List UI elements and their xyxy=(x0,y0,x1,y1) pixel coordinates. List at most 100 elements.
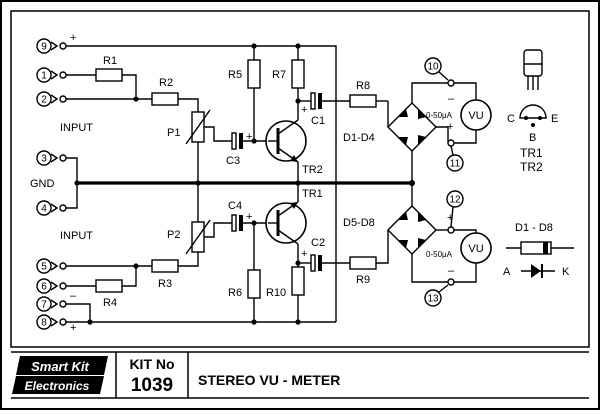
cathode-label: K xyxy=(562,266,570,278)
terminal-1: 1 xyxy=(36,67,67,83)
terminal-5-number: 5 xyxy=(41,262,47,273)
resistor-r6 xyxy=(247,269,261,299)
anode-label: A xyxy=(503,266,511,278)
capacitor-c3-plate-b xyxy=(239,133,243,149)
junction-r3-r4 xyxy=(133,263,139,269)
junction-r5-base xyxy=(251,138,257,144)
meter2-plus-sign: + xyxy=(447,212,453,224)
drawing-frame xyxy=(10,10,590,348)
c3-plus: + xyxy=(246,131,252,143)
gnd-label: GND xyxy=(30,178,55,190)
p1-label: P1 xyxy=(167,127,180,139)
vu-meter-1 xyxy=(460,99,492,131)
junction-p-gnd xyxy=(195,180,201,186)
junction-tr-gnd xyxy=(295,180,301,186)
terminal-2-number: 2 xyxy=(41,95,47,106)
wire-meter1-bottom xyxy=(454,130,477,144)
pin-b-label: B xyxy=(529,132,536,144)
capacitor-c1-plate-b xyxy=(318,93,322,109)
wire-r4-node xyxy=(122,266,137,287)
c1-label: C1 xyxy=(311,115,325,127)
wire-r2-p1 xyxy=(178,98,199,112)
c1-plus: + xyxy=(301,104,307,116)
vu-meter-2 xyxy=(460,232,492,264)
legend-tr2-label: TR2 xyxy=(520,160,543,174)
d1-d4-label: D1-D4 xyxy=(343,132,375,144)
capacitor-c2-plate-b xyxy=(318,255,322,271)
r9-label: R9 xyxy=(356,274,370,286)
resistor-r1 xyxy=(95,68,123,82)
transistor-tr2 xyxy=(265,119,307,163)
junction-r1-r2 xyxy=(133,96,139,102)
brand-line-2: Electronics xyxy=(25,379,90,393)
junction-r10-rail xyxy=(295,319,301,325)
meter2-minus-sign: – xyxy=(448,265,455,277)
junction-collector-top xyxy=(295,98,301,104)
terminal-9-plus: + xyxy=(70,32,76,44)
terminal-1-number: 1 xyxy=(41,71,47,82)
pin-e-label: E xyxy=(551,113,558,125)
resistor-r7 xyxy=(291,59,305,89)
junction-r7-rail xyxy=(295,43,301,49)
terminal-10 xyxy=(424,57,442,75)
d5-d8-label: D5-D8 xyxy=(343,217,375,229)
diode-bridge-d5-d8 xyxy=(387,205,437,255)
c2-label: C2 xyxy=(311,237,325,249)
smart-kit-logo: Smart Kit Electronics xyxy=(12,356,108,394)
r3-label: R3 xyxy=(158,278,172,290)
terminal-11-lead xyxy=(450,145,454,156)
terminal-5: 5 xyxy=(36,258,67,274)
p1-wiper-arrow xyxy=(185,109,211,145)
diode-bridge-d1-d4 xyxy=(387,101,437,152)
terminal-4-number: 4 xyxy=(41,204,47,215)
diode-package-icon xyxy=(506,241,574,255)
r8-label: R8 xyxy=(356,80,370,92)
capacitor-c3-plate-a xyxy=(231,132,237,150)
wire-meter2-top xyxy=(454,229,477,233)
terminal-9: 9 xyxy=(36,38,67,54)
input-top-label: INPUT xyxy=(60,122,93,134)
junction-r6-base xyxy=(251,220,257,226)
resistor-r9 xyxy=(349,256,377,270)
terminal-8: 8 xyxy=(36,314,67,330)
r10-label: R10 xyxy=(266,287,286,299)
terminal-10-lead xyxy=(438,71,449,81)
legend-tr1-label: TR1 xyxy=(520,146,543,160)
meter1-minus-terminal xyxy=(447,79,455,87)
wire-r3-p2 xyxy=(178,252,199,267)
capacitor-c2-plate-a xyxy=(310,254,316,272)
transistor-pinout-icon xyxy=(519,104,547,127)
c4-plus: + xyxy=(246,211,252,223)
capacitor-c4-plate-a xyxy=(231,214,237,232)
terminal-7-number: 7 xyxy=(41,300,47,311)
wire-r1-node xyxy=(122,74,137,99)
meter1-minus-sign: – xyxy=(448,93,455,105)
p2-label: P2 xyxy=(167,229,180,241)
vu-meter-2-label: VU xyxy=(468,243,483,255)
tr2-label: TR2 xyxy=(302,164,323,176)
c3-label: C3 xyxy=(226,155,240,167)
kit-label: KIT No xyxy=(129,356,174,372)
r5-label: R5 xyxy=(228,69,242,81)
terminal-7: 7 xyxy=(36,296,67,312)
resistor-r5 xyxy=(247,59,261,89)
capacitor-c4-plate-b xyxy=(239,215,243,231)
wire-t7-t8 xyxy=(66,303,91,322)
r2-label: R2 xyxy=(159,77,173,89)
terminal-3-number: 3 xyxy=(41,154,47,165)
transistor-package-icon xyxy=(523,49,543,90)
c2-plus: + xyxy=(301,248,307,260)
wire-bridge1-right xyxy=(436,126,449,143)
terminal-9-number: 9 xyxy=(41,42,47,53)
r7-label: R7 xyxy=(272,69,286,81)
resistor-r10 xyxy=(291,266,305,296)
terminal-13-lead xyxy=(438,284,449,293)
meter2-minus-terminal xyxy=(447,278,455,286)
terminal-13 xyxy=(424,289,442,307)
terminal-4: 4 xyxy=(36,200,67,216)
resistor-r3 xyxy=(151,259,179,273)
wire-wiper-c3 xyxy=(204,126,232,142)
junction-t8 xyxy=(87,319,93,325)
gnd-junction xyxy=(409,180,415,186)
